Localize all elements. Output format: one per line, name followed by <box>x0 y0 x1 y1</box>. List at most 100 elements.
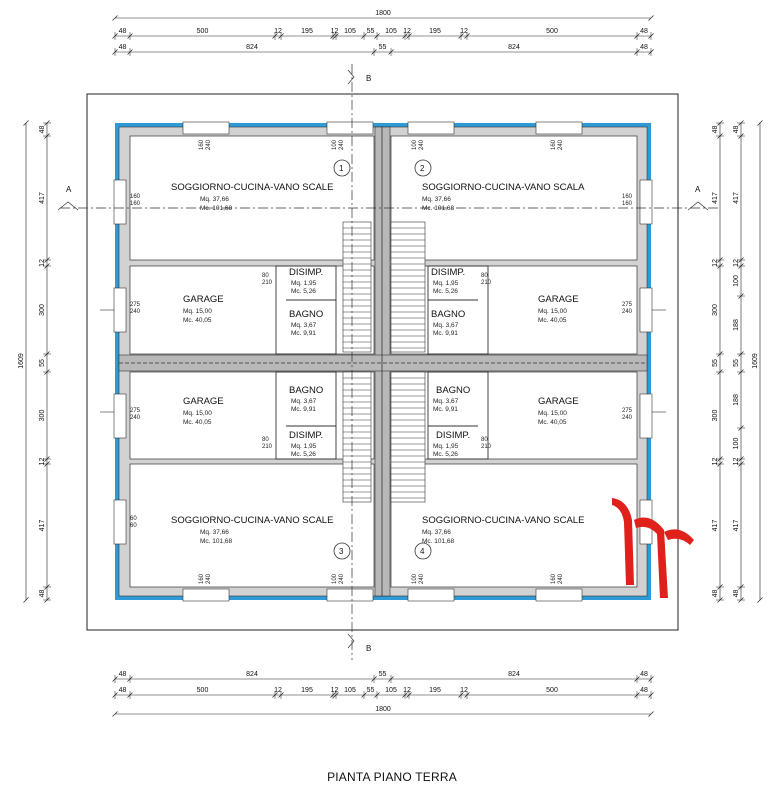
room-area: Mq. 3,67 <box>291 398 317 405</box>
opening-size: 210 <box>262 280 273 286</box>
room-area: Mq. 37,66 <box>422 529 451 536</box>
room-volume: Mc. 101,68 <box>422 538 455 545</box>
total-width-label: 1800 <box>375 10 391 17</box>
dimension-label: 824 <box>246 671 258 678</box>
unit-markers <box>333 159 432 560</box>
dimension-label: 12 <box>274 28 282 35</box>
opening-size: 275 <box>622 408 633 414</box>
window <box>407 588 455 602</box>
window <box>182 121 230 135</box>
room-area: Mq. 15,00 <box>183 308 212 315</box>
room-area: Mq. 1,95 <box>291 443 317 450</box>
dimension-label: 500 <box>546 687 558 694</box>
dimension-label: 48 <box>733 126 740 134</box>
room-label-3: SOGGIORNO-CUCINA-VANO SCALE Mq. 37,66 Mc… <box>171 515 333 545</box>
room-area: Mq. 3,67 <box>291 322 317 329</box>
dimension-label: 48 <box>640 44 648 51</box>
opening-size: 240 <box>622 309 633 315</box>
dimension-label: 48 <box>119 28 127 35</box>
dimension-label: 300 <box>712 304 719 316</box>
dimension-label: 195 <box>429 687 441 694</box>
small-rooms: DISIMP. Mq. 1,95 Mc. 5,26 BAGNO Mq. 3,67… <box>289 267 470 458</box>
opening-size: 100 <box>412 573 418 584</box>
room-area: Mq. 15,00 <box>538 308 567 315</box>
room-area: Mq. 3,67 <box>433 322 459 329</box>
opening-size: 160 <box>130 194 141 200</box>
room-name: SOGGIORNO-CUCINA-VANO SCALE <box>422 515 584 526</box>
opening-size: 240 <box>558 573 564 584</box>
room-name: DISIMP. <box>436 430 470 441</box>
dimension-label: 500 <box>197 687 209 694</box>
unit-number: 4 <box>420 547 425 556</box>
dimension-label: 824 <box>246 44 258 51</box>
opening-size: 100 <box>412 139 418 150</box>
dimension-label: 300 <box>39 410 46 422</box>
opening-size: 240 <box>339 573 345 584</box>
dimension-label: 195 <box>301 687 313 694</box>
window <box>326 121 374 135</box>
dimension-label: 12 <box>403 28 411 35</box>
window <box>113 287 127 333</box>
window <box>639 393 653 439</box>
room-volume: Mc. 9,91 <box>291 406 316 413</box>
opening-size: 160 <box>622 201 633 207</box>
dimension-label: 105 <box>385 687 397 694</box>
room-name: BAGNO <box>436 385 470 396</box>
room-name: DISIMP. <box>289 267 323 278</box>
total-width-label: 1800 <box>375 706 391 713</box>
unit-number: 1 <box>339 164 344 173</box>
dimension-label: 417 <box>712 192 719 204</box>
room-volume: Mc. 40,05 <box>538 317 567 324</box>
dimension-label: 105 <box>344 28 356 35</box>
opening-size: 60 <box>130 516 137 522</box>
dimension-label: 48 <box>119 44 127 51</box>
room-volume: Mc. 5,26 <box>291 288 316 295</box>
opening-size: 80 <box>262 273 269 279</box>
total-height-label: 1609 <box>752 353 759 369</box>
window <box>326 588 374 602</box>
opening-size: 275 <box>130 408 141 414</box>
dimension-label: 12 <box>733 259 740 267</box>
dimension-label: 500 <box>546 28 558 35</box>
opening-size: 80 <box>481 273 488 279</box>
dimension-label: 12 <box>39 259 46 267</box>
opening-size: 80 <box>262 437 269 443</box>
dimension-label: 300 <box>712 410 719 422</box>
room-name: GARAGE <box>183 294 224 305</box>
dimension-label: 105 <box>344 687 356 694</box>
room-volume: Mc. 101,68 <box>200 205 233 212</box>
opening-size: 80 <box>481 437 488 443</box>
dimension-label: 48 <box>119 671 127 678</box>
window <box>639 179 653 225</box>
room-volume: Mc. 5,26 <box>433 451 458 458</box>
room-volume: Mc. 9,91 <box>433 330 458 337</box>
dimension-label: 105 <box>385 28 397 35</box>
dimension-label: 48 <box>39 590 46 598</box>
room-area: Mq. 3,67 <box>433 398 459 405</box>
room-name: BAGNO <box>289 385 323 396</box>
dimension-label: 48 <box>712 590 719 598</box>
opening-size: 160 <box>622 194 633 200</box>
opening-size: 160 <box>130 201 141 207</box>
garage-label-2: GARAGE Mq. 15,00 Mc. 40,05 <box>538 294 579 324</box>
room-name: BAGNO <box>431 309 465 320</box>
dimension-label: 824 <box>508 671 520 678</box>
room-area: Mq. 1,95 <box>291 280 317 287</box>
opening-size: 160 <box>199 139 205 150</box>
dimension-label: 12 <box>733 458 740 466</box>
dimension-label: 12 <box>331 28 339 35</box>
unit-number: 3 <box>339 547 344 556</box>
room-volume: Mc. 40,05 <box>183 419 212 426</box>
opening-size: 275 <box>130 302 141 308</box>
room-area: Mq. 1,95 <box>433 443 459 450</box>
window <box>535 588 583 602</box>
dimension-label: 12 <box>39 458 46 466</box>
dimension-label: 100 <box>733 275 740 287</box>
dimension-label: 55 <box>367 28 375 35</box>
opening-size: 60 <box>130 523 137 529</box>
dimension-label: 12 <box>460 687 468 694</box>
room-volume: Mc. 5,26 <box>291 451 316 458</box>
